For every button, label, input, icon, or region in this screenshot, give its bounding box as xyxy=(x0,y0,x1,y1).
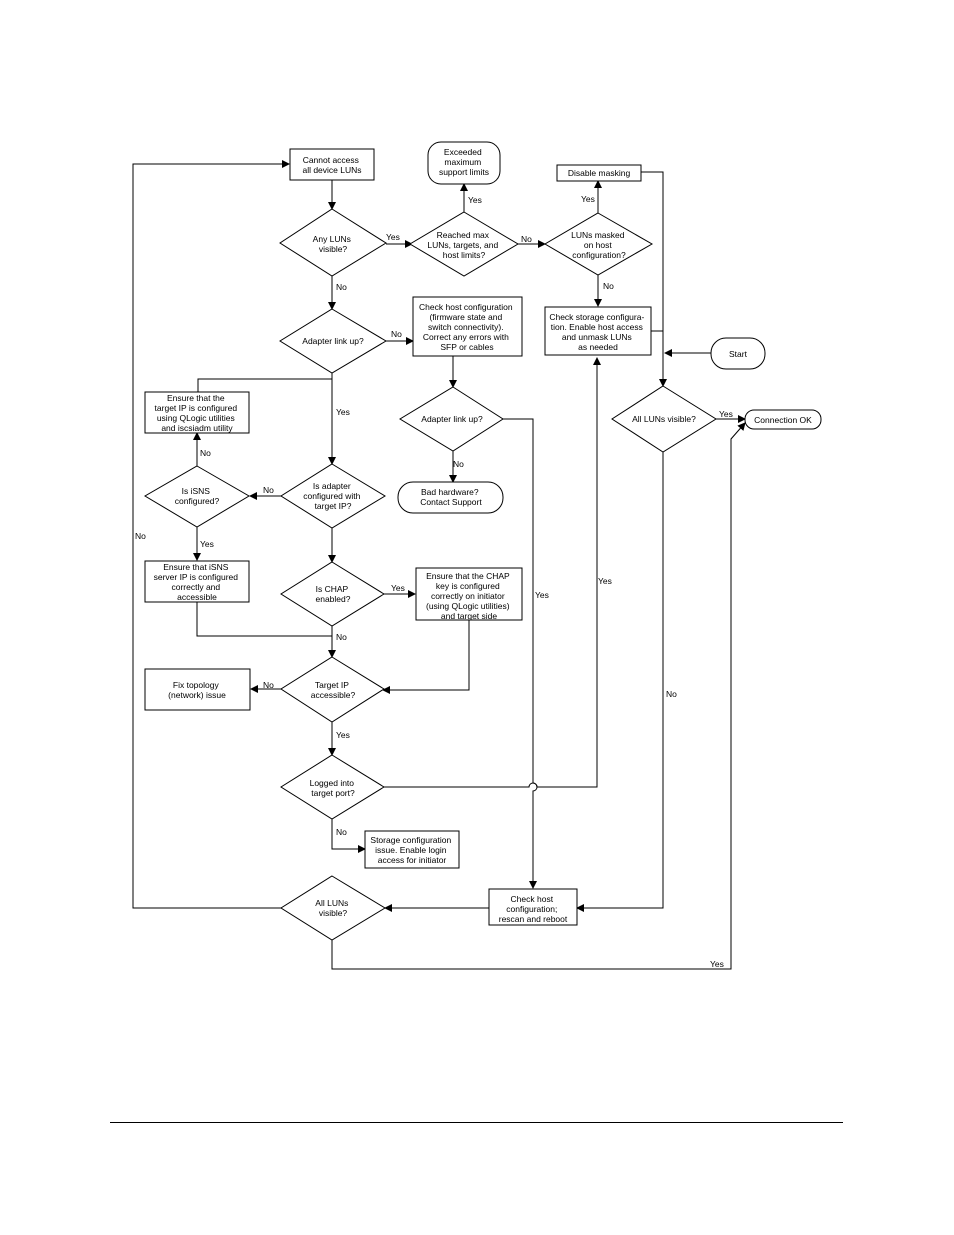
nodes: Cannot access all device LUNs Exceeded m… xyxy=(144,141,822,941)
node-cannot-access: Cannot access all device LUNs xyxy=(289,148,375,181)
edge-label-target-yes: Yes xyxy=(336,730,350,740)
edge-adapter2-yes xyxy=(503,418,538,889)
edge-label-logged-yes: Yes xyxy=(598,576,612,586)
label-adapter-link-2: Adapter link up? xyxy=(421,414,483,424)
edge-logged-no xyxy=(331,818,366,853)
label-adapter-configured: Is adapter configured with target IP? xyxy=(303,481,363,511)
edge-label-any-yes: Yes xyxy=(386,232,400,242)
label-ensure-target-ip: Ensure that the target IP is configured … xyxy=(155,393,240,433)
node-reached-max: Reached max LUNs, targets, and host limi… xyxy=(409,211,519,277)
label-ensure-chap: Ensure that the CHAP key is configured c… xyxy=(426,571,512,621)
node-logged-into: Logged into target port? xyxy=(280,754,385,820)
node-luns-masked: LUNs masked on host configuration? xyxy=(544,212,654,276)
node-chap-enabled: Is CHAP enabled? xyxy=(280,561,385,627)
label-luns-masked: LUNs masked on host configuration? xyxy=(571,230,627,260)
node-any-luns-visible: Any LUNs visible? xyxy=(279,208,387,277)
edge-logged-yes xyxy=(384,357,601,788)
edge-label-logged-no: No xyxy=(336,827,347,837)
edge-label-masked-no: No xyxy=(603,281,614,291)
node-check-host-fw: Check host configuration (firmware state… xyxy=(412,296,523,357)
label-chap-enabled: Is CHAP enabled? xyxy=(316,584,351,604)
edge-ensure-chap-to-target xyxy=(382,620,470,694)
node-check-storage: Check storage configura- tion. Enable ho… xyxy=(544,306,652,356)
edge-label-adapter2-yes: Yes xyxy=(535,590,549,600)
node-adapter-link-1: Adapter link up? xyxy=(279,308,387,374)
edge-label-adapter1-no: No xyxy=(391,329,402,339)
footer-divider xyxy=(110,1122,843,1123)
label-cannot-access: Cannot access all device LUNs xyxy=(302,155,361,175)
label-check-host-fw: Check host configuration (firmware state… xyxy=(419,302,515,352)
edge-label-isns-yes: Yes xyxy=(200,539,214,549)
label-logged-into: Logged into target port? xyxy=(310,778,357,798)
node-connection-ok: Connection OK xyxy=(744,409,822,430)
edge-disable-to-right xyxy=(641,171,667,387)
label-ensure-isns: Ensure that iSNS server IP is configured… xyxy=(154,562,241,602)
label-isns-configured: Is iSNS configured? xyxy=(175,486,220,506)
label-check-storage: Check storage configura- tion. Enable ho… xyxy=(549,312,646,352)
edge-bottom-no xyxy=(132,160,290,909)
label-storage-config-issue: Storage configuration issue. Enable logi… xyxy=(370,835,453,865)
node-disable-masking: Disable masking xyxy=(556,164,642,182)
label-start: Start xyxy=(729,349,748,359)
label-target-ip-accessible: Target IP accessible? xyxy=(311,680,356,700)
node-ensure-isns: Ensure that iSNS server IP is configured… xyxy=(144,560,250,603)
label-fix-topology: Fix topology (network) issue xyxy=(168,680,226,700)
node-exceeded-limits: Exceeded maximum support limits xyxy=(427,141,501,185)
node-adapter-link-2: Adapter link up? xyxy=(399,386,504,452)
edge-label-adapter1-yes: Yes xyxy=(336,407,350,417)
node-start: Start xyxy=(710,337,766,370)
node-all-luns-visible-right: All LUNs visible? xyxy=(611,385,717,453)
node-check-host-rescan: Check host configuration; rescan and reb… xyxy=(488,888,578,926)
edge-label-isns-no: No xyxy=(200,448,211,458)
edge-label-chap-yes: Yes xyxy=(391,583,405,593)
edge-right-no xyxy=(576,452,664,912)
edge-label-masked-yes: Yes xyxy=(581,194,595,204)
edge-label-any-no: No xyxy=(336,282,347,292)
node-ensure-chap: Ensure that the CHAP key is configured c… xyxy=(415,567,523,621)
edge-adapter1-to-ensure-ip xyxy=(197,378,332,392)
node-fix-topology: Fix topology (network) issue xyxy=(144,668,251,711)
label-bad-hardware: Bad hardware? Contact Support xyxy=(420,487,482,507)
edge-label-configured-no: No xyxy=(263,485,274,495)
node-target-ip-accessible: Target IP accessible? xyxy=(280,656,385,723)
edge-label-right-no: No xyxy=(666,689,677,699)
edge-label-adapter2-no: No xyxy=(453,459,464,469)
edge-bottom-yes xyxy=(331,422,746,970)
edge-ensure-isns-merge xyxy=(196,602,332,637)
label-check-host-rescan: Check host configuration; rescan and reb… xyxy=(499,894,568,924)
edge-label-bottom-yes: Yes xyxy=(710,959,724,969)
edge-label-bottom-no: No xyxy=(135,531,146,541)
label-adapter-link-1: Adapter link up? xyxy=(302,336,364,346)
edge-label-right-yes: Yes xyxy=(719,409,733,419)
edges xyxy=(132,160,746,970)
edge-labels: Yes No Yes No Yes No No Yes No Yes Yes N… xyxy=(135,194,733,969)
label-all-luns-visible-bottom: All LUNs visible? xyxy=(315,898,350,918)
label-reached-max: Reached max LUNs, targets, and host limi… xyxy=(427,230,500,260)
edge-label-reached-no: No xyxy=(521,234,532,244)
label-disable-masking: Disable masking xyxy=(568,168,631,178)
label-any-luns-visible: Any LUNs visible? xyxy=(313,234,354,254)
label-exceeded-limits: Exceeded maximum support limits xyxy=(439,147,489,177)
edge-label-reached-yes: Yes xyxy=(468,195,482,205)
node-isns-configured: Is iSNS configured? xyxy=(144,465,250,528)
node-storage-config-issue: Storage configuration issue. Enable logi… xyxy=(364,830,460,869)
node-ensure-target-ip: Ensure that the target IP is configured … xyxy=(144,391,250,434)
node-all-luns-visible-bottom: All LUNs visible? xyxy=(280,875,386,941)
node-bad-hardware: Bad hardware? Contact Support xyxy=(397,481,504,514)
edge-label-target-no: No xyxy=(263,680,274,690)
node-adapter-configured: Is adapter configured with target IP? xyxy=(280,463,386,529)
edge-label-chap-no: No xyxy=(336,632,347,642)
label-connection-ok: Connection OK xyxy=(754,415,812,425)
label-all-luns-visible-right: All LUNs visible? xyxy=(632,414,696,424)
